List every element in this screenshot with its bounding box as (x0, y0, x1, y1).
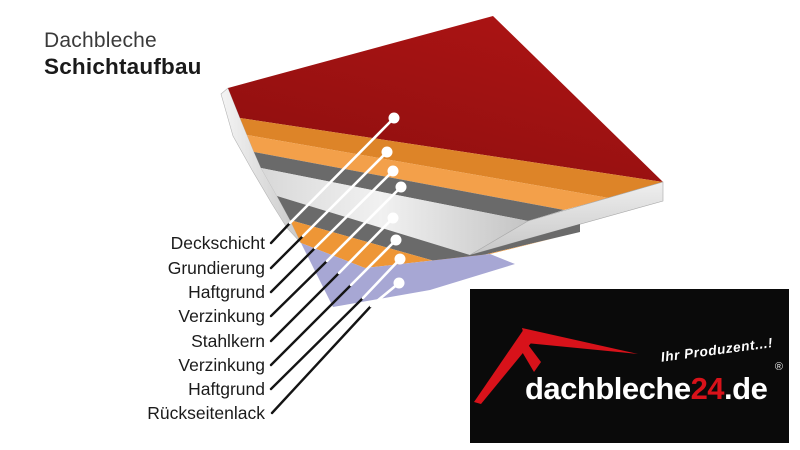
layer-verzinkung-stripe (254, 152, 564, 221)
label-verzinkung-2: Verzinkung (178, 355, 265, 375)
layer-rueckseitenlack-surface (301, 243, 515, 307)
brand-logo: Ihr Produzent...! dachbleche24.de ® (470, 289, 789, 443)
layer-deckschicht-surface (228, 16, 663, 182)
leader-lines-white (288, 116, 403, 308)
label-haftgrund-2: Haftgrund (188, 379, 265, 399)
layer-verzinkung2-stripe (277, 196, 580, 264)
brand-name-part1: dachbleche (525, 371, 691, 406)
label-verzinkung-1: Verzinkung (178, 306, 265, 326)
layer-stahlkern-stripe (261, 168, 528, 255)
title-line-1: Dachbleche (44, 29, 157, 52)
roof-icon (474, 328, 638, 404)
label-rueckseitenlack: Rückseitenlack (147, 403, 265, 423)
callout-dots (381, 112, 407, 289)
brand-name-part2: 24 (690, 371, 725, 406)
logo-brand-text: dachbleche24.de (525, 371, 768, 407)
label-stahlkern: Stahlkern (191, 331, 265, 351)
leader-lines-black (269, 221, 373, 415)
stack-right-side-face (469, 181, 664, 256)
brand-name-part3: .de (724, 371, 768, 406)
page-title: Dachbleche Schichtaufbau (44, 29, 202, 79)
label-deckschicht: Deckschicht (171, 233, 265, 253)
label-grundierung: Grundierung (168, 258, 265, 278)
layer-haftgrund-stripe (247, 135, 609, 210)
registered-trademark-icon: ® (774, 361, 783, 373)
label-haftgrund-1: Haftgrund (188, 282, 265, 302)
title-line-2: Schichtaufbau (44, 53, 202, 79)
layer-grundierung-stripe (240, 118, 663, 198)
